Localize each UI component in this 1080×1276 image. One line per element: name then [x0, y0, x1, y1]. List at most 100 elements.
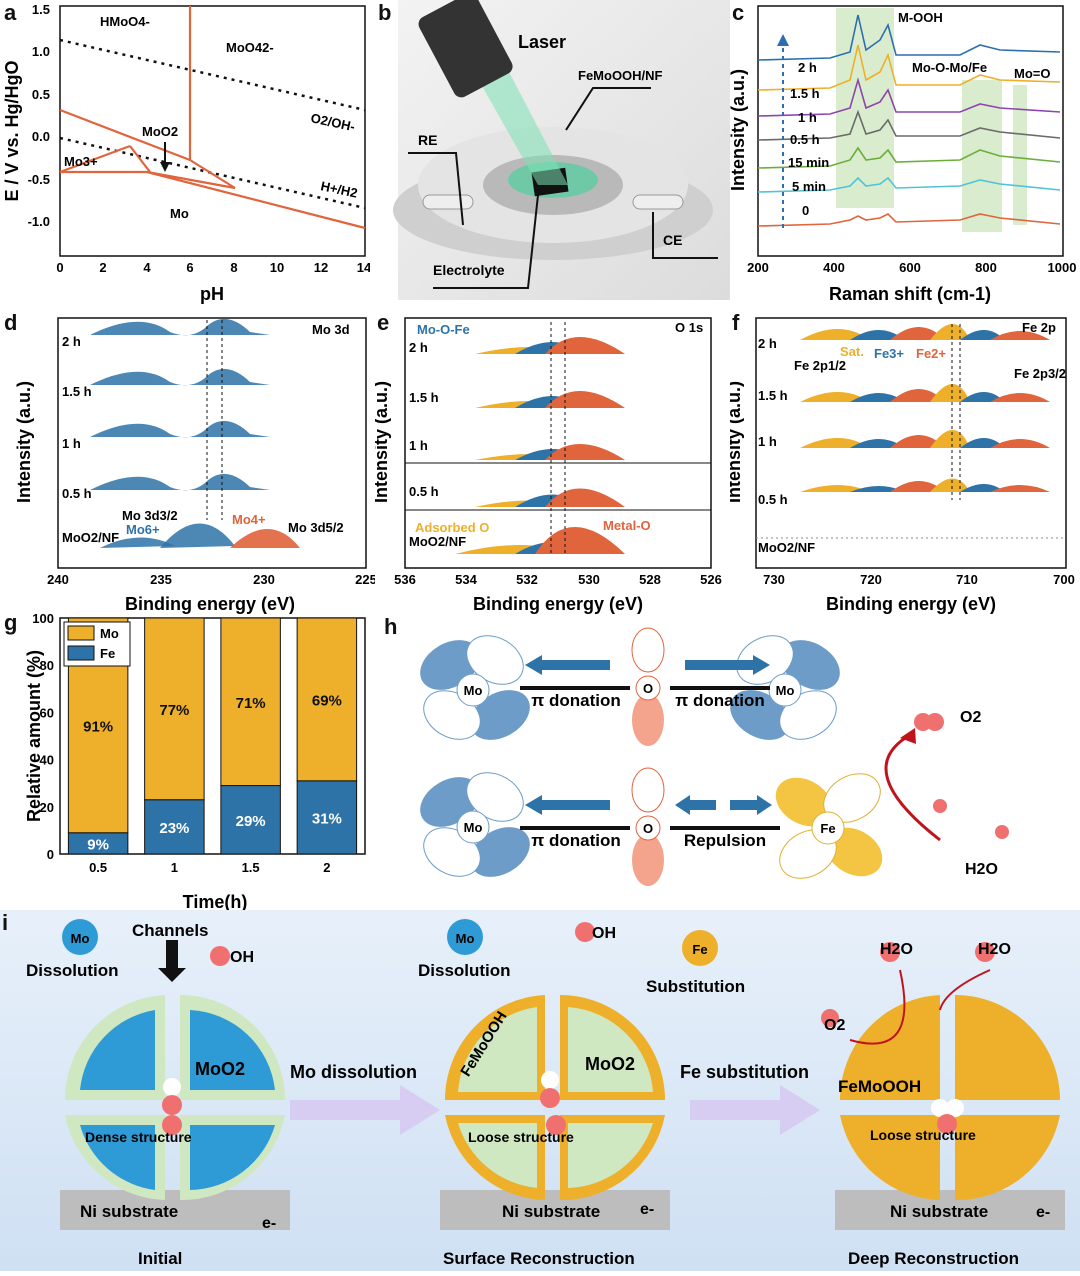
- mo3d-peaks: [90, 318, 300, 548]
- peak-label: Fe2+: [916, 346, 946, 361]
- fe-orbital: Fe: [775, 773, 883, 879]
- bar-mo: [296, 617, 358, 782]
- h2o-label: H2O: [965, 861, 998, 878]
- electron-label: e-: [262, 1215, 276, 1232]
- panel-c: c 2 h 1.5 h 1 h 0.5 h 15 min 5 min 0 M-O…: [728, 0, 1080, 310]
- x-axis-label: pH: [200, 284, 224, 304]
- row-label: 2 h: [62, 334, 81, 349]
- panel-title: Fe 2p: [1022, 320, 1056, 335]
- ytick: 40: [40, 753, 54, 768]
- moo2-label: MoO2: [585, 1054, 635, 1074]
- ytick: 0.5: [32, 87, 50, 102]
- panel-d: d 2 h 1.5 h 1 h 0.5 h MoO2/NF Mo 3d Mo 3…: [0, 310, 377, 615]
- channels-label: Channels: [132, 921, 209, 940]
- pi-donation-label: π donation: [675, 691, 765, 710]
- ni-substrate-label: Ni substrate: [890, 1202, 988, 1221]
- femoooh-label: FeMoOOH: [838, 1077, 921, 1096]
- xtick: 800: [975, 260, 997, 275]
- ytick: 80: [40, 658, 54, 673]
- panel-label-e: e: [377, 310, 390, 335]
- xtick: 2: [323, 860, 330, 875]
- fe-atom-label: Fe: [692, 942, 707, 957]
- electron-label: e-: [640, 1201, 654, 1218]
- panel-label-a: a: [4, 0, 17, 25]
- ytick: -1.0: [28, 214, 50, 229]
- xps-o1s-chart: 2 h 1.5 h 1 h 0.5 h MoO2/NF O 1s Mo-O-Fe…: [371, 317, 722, 614]
- ytick: 0.0: [32, 129, 50, 144]
- row-label: MoO2/NF: [62, 530, 119, 545]
- y-axis-label: Intensity (a.u.): [730, 381, 744, 503]
- electron-label: e-: [1036, 1204, 1050, 1221]
- panel-label-i: i: [2, 910, 9, 935]
- pi-donation-label: π donation: [531, 831, 621, 850]
- xtick: 0.5: [89, 860, 107, 875]
- step-label: Mo dissolution: [290, 1062, 417, 1082]
- row-label: 2 h: [758, 336, 777, 351]
- x-axis-label: Time(h): [183, 892, 248, 912]
- o-label: O: [643, 681, 653, 696]
- series-label: 15 min: [788, 155, 829, 170]
- laser-label: Laser: [518, 32, 566, 52]
- row-label: 0.5 h: [758, 492, 788, 507]
- series-label: 0.5 h: [790, 132, 820, 147]
- peak-label: Sat.: [840, 344, 864, 359]
- stage-deep: H2O H2O O2 FeMoOOH Loose structure Ni su…: [821, 941, 1065, 1268]
- xtick: 536: [394, 572, 416, 587]
- peak-label: Mo-O-Fe: [417, 322, 470, 337]
- row-label: 0.5 h: [409, 484, 439, 499]
- xtick: 528: [639, 572, 661, 587]
- xtick: 530: [578, 572, 600, 587]
- h2o-label: H2O: [978, 941, 1011, 958]
- panel-f: f: [724, 310, 1080, 615]
- stage-label: Initial: [138, 1249, 182, 1268]
- line-h2: H+/H2: [319, 178, 359, 200]
- ytick: 1.5: [32, 2, 50, 17]
- raman-traces: [757, 14, 1061, 227]
- panel-label-g: g: [4, 610, 18, 635]
- raman-chart: 2 h 1.5 h 1 h 0.5 h 15 min 5 min 0 M-OOH…: [728, 5, 1076, 304]
- pi-donation-label: π donation: [531, 691, 621, 710]
- electrolyte-label: Electrolyte: [433, 262, 505, 278]
- region-mo3: Mo3+: [64, 154, 98, 169]
- y-axis-label: E / V vs. Hg/HgO: [2, 60, 22, 201]
- peak-label: Metal-O: [603, 518, 651, 533]
- oh-label: OH: [230, 949, 254, 966]
- panel-label-b: b: [378, 0, 392, 25]
- ni-substrate-label: Ni substrate: [502, 1202, 600, 1221]
- row-label: 1 h: [409, 438, 428, 453]
- row-label: 1 h: [62, 436, 81, 451]
- bar-label: 91%: [83, 718, 113, 735]
- xtick: 600: [899, 260, 921, 275]
- o-label: O: [643, 821, 653, 836]
- ytick: -0.5: [28, 172, 50, 187]
- peak-label: Mo 3d5/2: [288, 520, 344, 535]
- moo2-label: MoO2: [195, 1059, 245, 1079]
- oh-label: OH: [592, 925, 616, 942]
- line-o2: O2/OH-: [309, 110, 356, 134]
- fe2p-peaks: [800, 324, 1050, 492]
- mo-orbital-bottom: Mo: [420, 772, 530, 877]
- row-label: 0.5 h: [62, 486, 92, 501]
- xtick: 400: [823, 260, 845, 275]
- bar-label: 29%: [236, 813, 266, 830]
- panel-label-f: f: [732, 310, 740, 335]
- stage-label: Deep Reconstruction: [848, 1249, 1019, 1268]
- bar-label: 71%: [236, 695, 266, 712]
- structure-label: Loose structure: [468, 1129, 574, 1145]
- peak-label: Fe 2p1/2: [794, 358, 846, 373]
- stage-initial: Mo OH Dissolution Channels MoO2 Dense st…: [26, 919, 290, 1268]
- bar-fe: [220, 785, 281, 855]
- row-label: 1.5 h: [409, 390, 439, 405]
- xtick: 230: [253, 572, 275, 587]
- ytick: 20: [40, 800, 54, 815]
- cell-illustration: Laser FeMoOOH/NF RE CE Electrolyte: [393, 0, 730, 300]
- xtick: 700: [1053, 572, 1075, 587]
- peak-label: Adsorbed O: [415, 520, 489, 535]
- bar-mo: [144, 617, 205, 801]
- bar-label: 69%: [312, 692, 342, 709]
- legend-mo: Mo: [100, 626, 119, 641]
- xtick: 4: [143, 260, 151, 275]
- mo-orbital-left: Mo: [420, 635, 530, 740]
- legend-fe: Fe: [100, 646, 115, 661]
